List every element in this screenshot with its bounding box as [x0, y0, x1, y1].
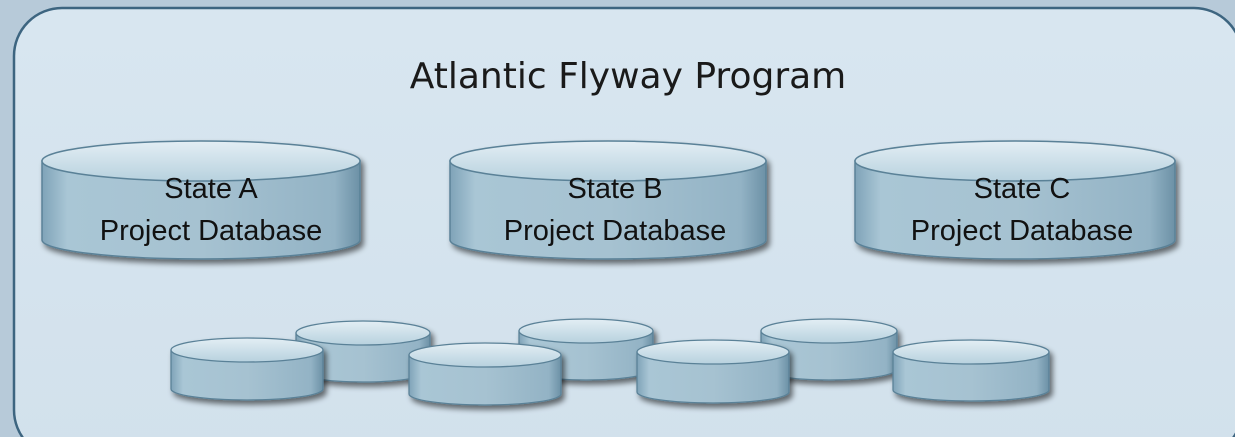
state-c-label-line1: State C	[974, 173, 1071, 205]
state-a-database	[41, 140, 361, 260]
small-database-disk	[892, 339, 1050, 402]
state-b-database	[449, 140, 767, 260]
state-a-label-line1: State A	[164, 173, 258, 205]
small-database-disk	[170, 337, 324, 401]
small-database-disk	[636, 339, 790, 404]
small-database-disk	[760, 318, 898, 381]
state-b-label-line2: Project Database	[504, 215, 726, 247]
program-title: Atlantic Flyway Program	[410, 56, 847, 97]
state-b-label-line1: State B	[567, 173, 662, 205]
state-c-label-line2: Project Database	[911, 215, 1133, 247]
small-database-disk	[408, 342, 562, 406]
state-a-label-line2: Project Database	[100, 215, 322, 247]
state-c-database	[854, 140, 1176, 260]
